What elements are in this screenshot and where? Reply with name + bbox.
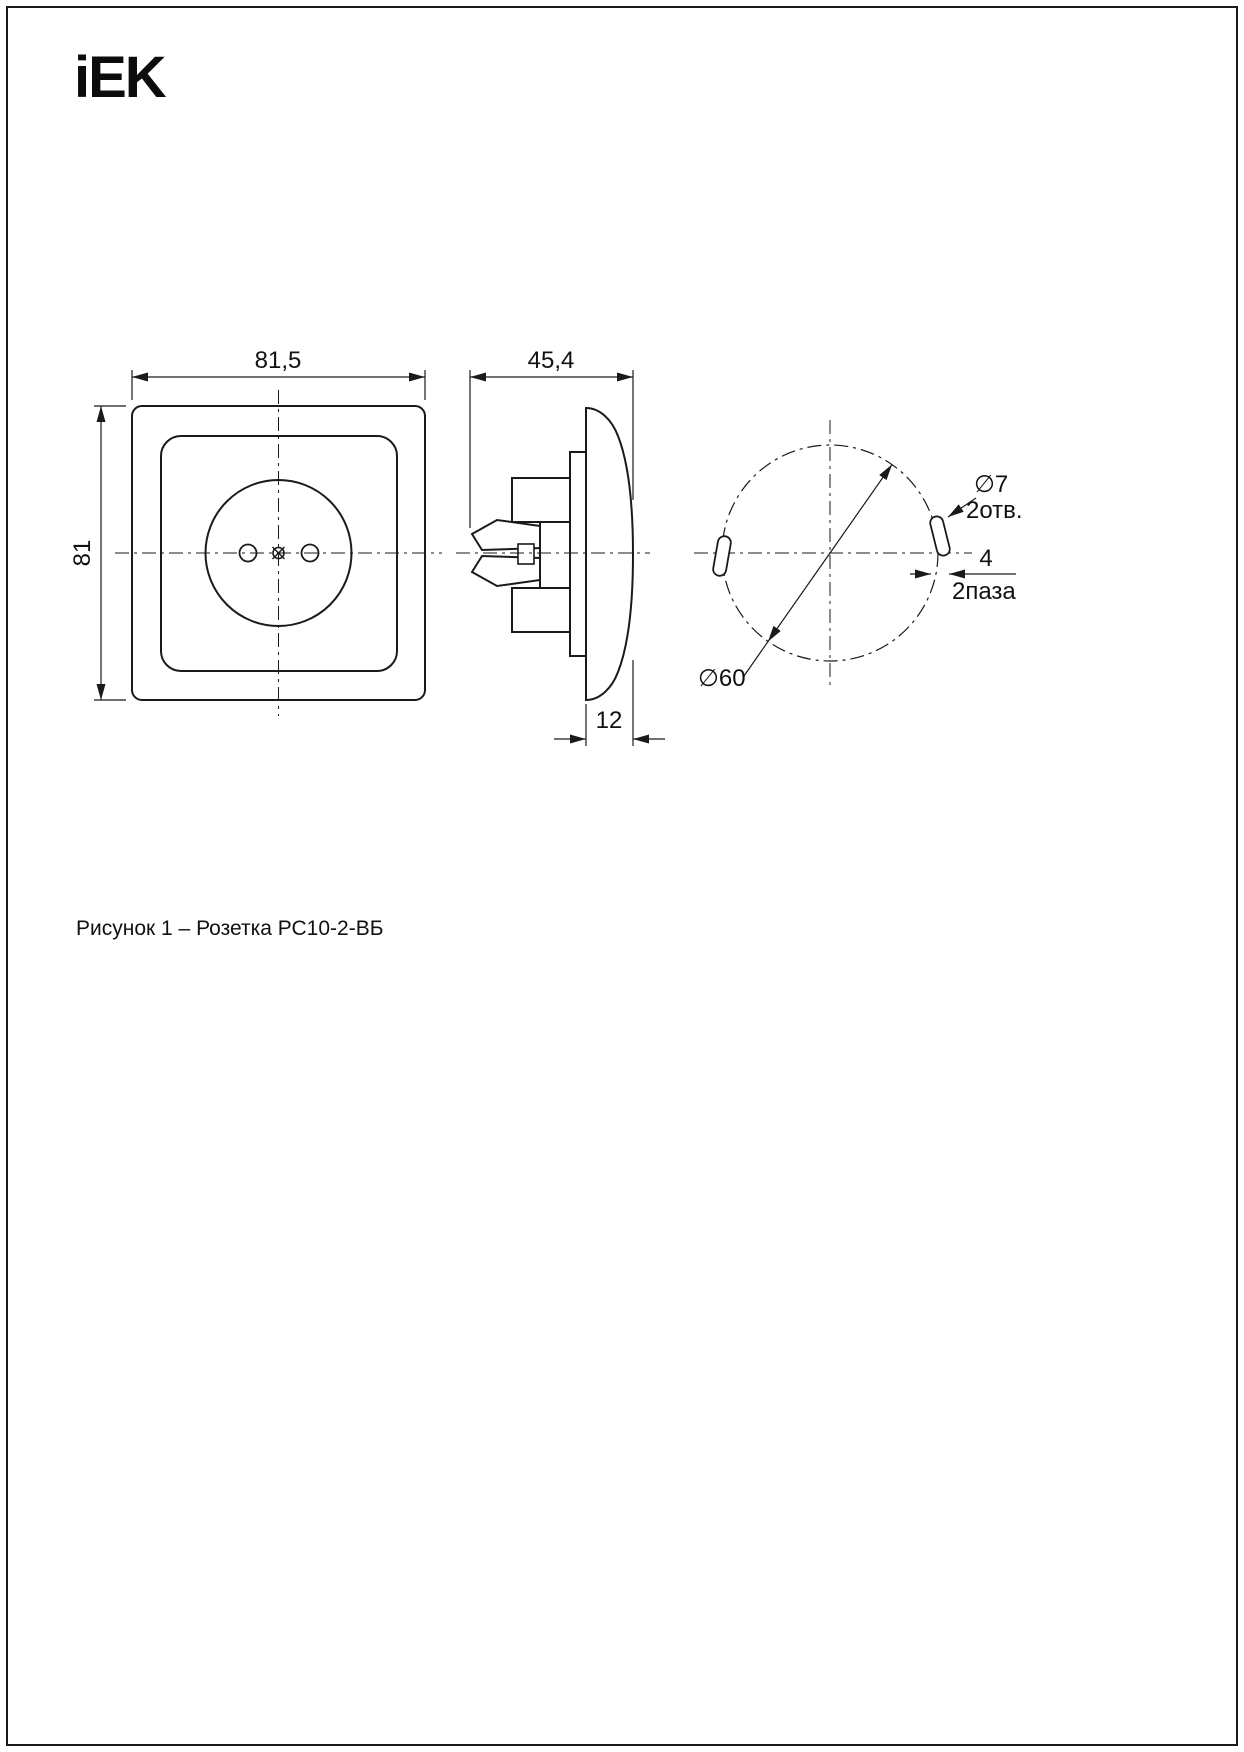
mounting-view: ∅60 ∅7 2отв. 4 2паза [694, 420, 1023, 692]
socket-pin-hole-right [300, 543, 320, 563]
front-width-dimension: 81,5 [131, 347, 426, 400]
mounting-claw-upper [470, 518, 541, 552]
hole-count-value: 2отв. [966, 497, 1023, 524]
support-frame-plate [569, 451, 587, 657]
side-protrusion-dimension: 12 [554, 660, 665, 746]
cover-profile [585, 406, 635, 702]
front-view: 81,5 81 [69, 347, 442, 716]
side-protrusion-value: 12 [596, 707, 623, 734]
mechanism-upper-box [511, 477, 571, 523]
claw-screw-block [517, 543, 535, 565]
figure-caption: Рисунок 1 – Розетка РС10-2-ВБ [76, 917, 384, 940]
mount-slot-right [929, 515, 951, 557]
front-width-value: 81,5 [255, 347, 302, 374]
side-depth-dimension: 45,4 [469, 347, 634, 528]
slot-count-value: 2паза [952, 578, 1016, 605]
mount-slot-left [712, 535, 732, 577]
front-height-dimension: 81 [69, 405, 126, 701]
slot-width-label: 4 2паза [910, 545, 1016, 605]
mount-diameter-dimension: ∅60 [698, 464, 893, 692]
mount-diameter-value: ∅60 [698, 665, 746, 692]
iek-logo: iEK [74, 45, 167, 110]
front-height-value: 81 [69, 540, 96, 567]
hole-diameter-label: ∅7 2отв. [947, 471, 1023, 524]
mechanism-lower-box [511, 587, 571, 633]
mechanism-neck [539, 521, 571, 589]
side-view: 45,4 12 [456, 347, 665, 746]
slot-width-value: 4 [979, 545, 992, 572]
side-depth-value: 45,4 [528, 347, 575, 374]
hole-dia-value: ∅7 [974, 471, 1008, 498]
